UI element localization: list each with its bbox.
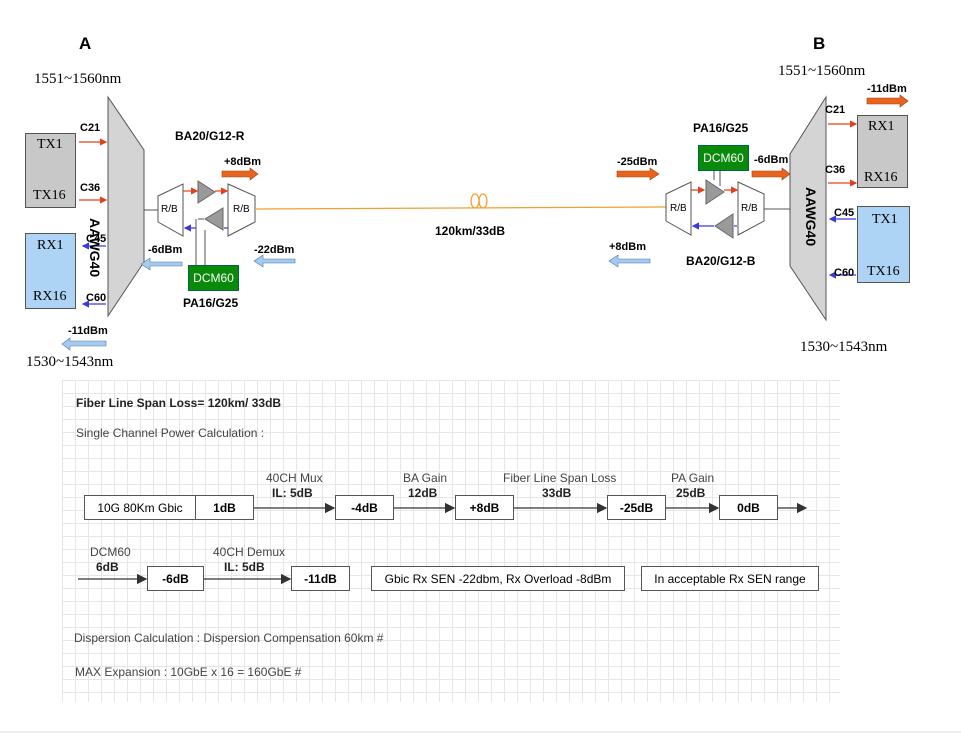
dcm-name: DCM60	[90, 545, 131, 559]
pa-in-power-a: -6dBm	[148, 244, 183, 256]
mux-b-shape	[789, 95, 827, 322]
rb-a-right: R/B	[233, 204, 250, 215]
ch-c36-a: C36	[80, 182, 101, 194]
calc-arrows	[78, 502, 808, 585]
expansion-text: MAX Expansion : 10GbE x 16 = 160GbE #	[75, 665, 302, 679]
pa-b-label: PA16/G25	[693, 121, 749, 135]
line-in-power-b: -25dBm	[617, 156, 658, 168]
dispersion-text: Dispersion Calculation : Dispersion Comp…	[74, 631, 384, 645]
tx-box-a: TX1 TX16	[25, 133, 76, 208]
rx-range-box: In acceptable Rx SEN range	[641, 566, 819, 591]
power-box-6: -11dB	[291, 566, 350, 591]
tx-a-top: TX1	[37, 137, 63, 152]
mux-b-label: AAWG40	[803, 187, 819, 247]
ba-gain-value: 12dB	[408, 486, 438, 500]
ch-c21-b: C21	[825, 104, 846, 116]
out-power-b: +8dBm	[609, 241, 646, 253]
pa-gain-value: 25dB	[676, 486, 706, 500]
out-power-a: +8dBm	[224, 156, 261, 168]
gbic-box: 10G 80Km Gbic	[84, 495, 196, 520]
ba-gain-name: BA Gain	[403, 471, 448, 485]
mux-name: 40CH Mux	[266, 471, 323, 485]
line-in-power-a: -22dBm	[254, 244, 295, 256]
mux-a-shape	[107, 95, 145, 318]
calc-subtitle: Single Channel Power Calculation :	[76, 426, 265, 440]
rx-sen-box: Gbic Rx SEN -22dbm, Rx Overload -8dBm	[371, 566, 625, 591]
pa-out-power-b: -6dBm	[754, 154, 789, 166]
mux-a-label: AAWG40	[87, 218, 103, 278]
power-box-4: 0dB	[719, 495, 778, 520]
calc-title: Fiber Line Span Loss= 120km/ 33dB	[76, 396, 282, 410]
site-a-band-top: 1551~1560nm	[34, 71, 122, 87]
fiber-label: 120km/33dB	[435, 224, 506, 238]
calculation-panel: Fiber Line Span Loss= 120km/ 33dB Single…	[62, 380, 840, 702]
site-a-band-bottom: 1530~1543nm	[26, 354, 114, 370]
site-b-label: B	[813, 34, 826, 53]
rb-b-right-shape	[737, 181, 765, 236]
demux-name: 40CH Demux	[213, 545, 286, 559]
ch-c60-a: C60	[86, 292, 107, 304]
dcm-a: DCM60	[188, 265, 239, 291]
rx-power-a: -11dBm	[68, 325, 108, 337]
ch-c36-b: C36	[825, 164, 846, 176]
demux-il: IL: 5dB	[224, 560, 265, 574]
power-box-5: -6dB	[147, 566, 204, 591]
site-b-band-bottom: 1530~1543nm	[800, 339, 888, 355]
rx-box-a: RX1 RX16	[25, 233, 76, 309]
site-a-label: A	[79, 34, 92, 53]
ba-b-label: BA20/G12-B	[686, 254, 756, 268]
dcm-loss: 6dB	[96, 560, 119, 574]
ba-a-label: BA20/G12-R	[175, 129, 245, 143]
fiber-line	[254, 206, 667, 210]
ch-c21-a: C21	[80, 122, 101, 134]
rx-power-b: -11dBm	[867, 83, 907, 95]
rx-b-top: RX1	[868, 119, 895, 134]
rb-b-left-shape	[665, 181, 692, 236]
rb-a-left-shape	[157, 183, 184, 237]
mux-il: IL: 5dB	[272, 486, 313, 500]
rx-box-b: RX1 RX16	[857, 115, 908, 188]
rb-b-left: R/B	[670, 203, 687, 214]
power-box-1: -4dB	[335, 495, 394, 520]
pa-a-label: PA16/G25	[183, 296, 239, 310]
tx-b-top: TX1	[872, 212, 898, 227]
ch-c60-b: C60	[834, 267, 855, 279]
ba-b-triangle	[714, 213, 734, 239]
rb-a-left: R/B	[161, 204, 178, 215]
ba-a-triangle	[197, 180, 216, 204]
dcm-b: DCM60	[698, 145, 749, 171]
power-box-2: +8dB	[455, 495, 514, 520]
rx-b-bottom: RX16	[864, 170, 898, 185]
tx-b-bottom: TX16	[867, 264, 900, 279]
rx-a-bottom: RX16	[33, 289, 67, 304]
span-loss-name: Fiber Line Span Loss	[503, 471, 617, 485]
rb-a-right-shape	[227, 183, 256, 237]
ch-c45-b: C45	[834, 207, 855, 219]
site-b-band-top: 1551~1560nm	[778, 63, 866, 79]
span-loss-value: 33dB	[542, 486, 572, 500]
ch-c45-a: C45	[86, 233, 107, 245]
tx-a-bottom: TX16	[33, 188, 66, 203]
rx-a-top: RX1	[37, 238, 64, 253]
tx-box-b: TX1 TX16	[857, 206, 910, 283]
pa-gain-name: PA Gain	[671, 471, 715, 485]
power-arrows	[61, 94, 909, 351]
start-power-box: 1dB	[195, 495, 254, 520]
pa-b-triangle	[705, 179, 725, 205]
rb-b-right: R/B	[741, 203, 758, 214]
pa-a-triangle	[204, 207, 224, 231]
power-box-3: -25dB	[607, 495, 666, 520]
